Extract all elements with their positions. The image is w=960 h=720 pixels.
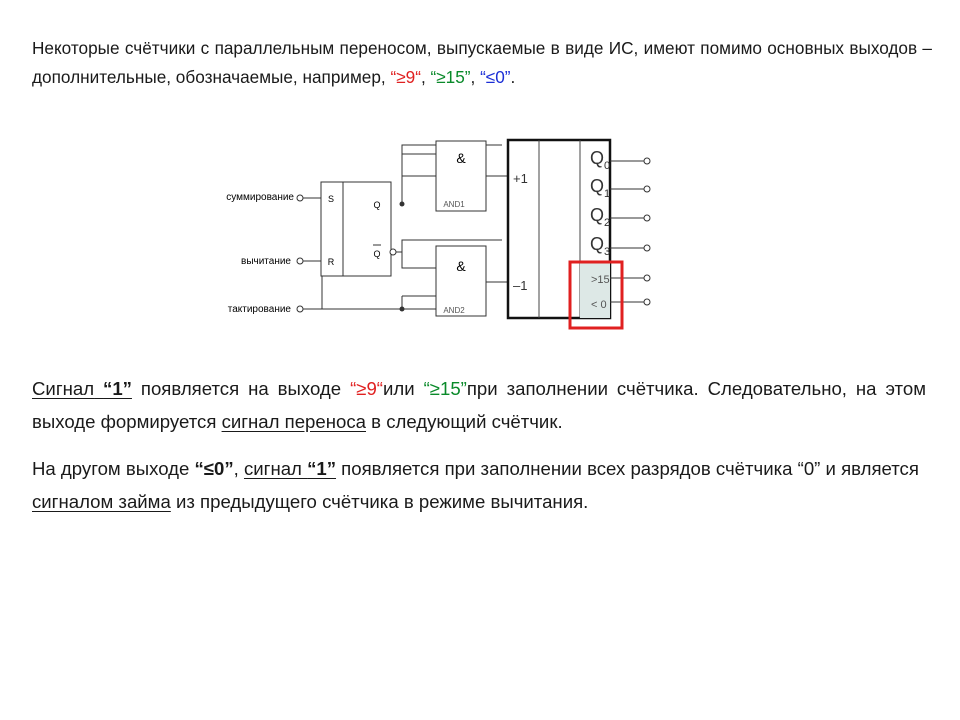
flipflop-s: S: [328, 194, 334, 204]
para2-text: На другом выходе: [32, 458, 195, 479]
flipflop-r: R: [328, 257, 335, 267]
q0-index: 0: [604, 160, 610, 172]
counter-plus-input: +1: [513, 171, 528, 186]
para2-text: из предыдущего счётчика в режиме вычитан…: [170, 491, 589, 512]
separator: ,: [470, 67, 481, 87]
qbar-inversion-bubble: [389, 248, 397, 256]
extra-outputs-area: [580, 262, 610, 318]
para2-text: ,: [233, 458, 244, 479]
paragraph-borrow-signal: На другом выходе “≤0”, сигнал “1” появля…: [32, 452, 926, 518]
and1-gate: [435, 140, 487, 212]
q3-index: 3: [604, 246, 610, 258]
signal-one: “1”: [103, 378, 132, 399]
para1-text: или: [383, 378, 424, 399]
borrow-signal-term: сигналом займа: [32, 491, 171, 512]
junction-dot: [399, 306, 405, 312]
junction-dot: [399, 201, 405, 207]
and2-name: AND2: [443, 306, 465, 315]
terminal-sum: [296, 194, 304, 202]
flipflop-qbar: Q: [373, 249, 380, 259]
terminal-sub: [296, 257, 304, 265]
intro-text: Некоторые счётчики с параллельным перено…: [32, 34, 932, 92]
output-terminal: [643, 244, 651, 252]
rs-flipflop: [320, 181, 392, 277]
output-leads: [610, 160, 644, 303]
output-lt0: < 0: [591, 299, 607, 311]
intro-part: Некоторые счётчики с параллельным перено…: [32, 38, 932, 87]
input-label-sub: вычитание: [241, 256, 291, 267]
ge9-symbol: ≥9: [396, 67, 416, 87]
ge9-label: “≥9“: [350, 378, 383, 399]
le0-label: “≤0”: [194, 458, 234, 479]
para2-text: появляется при заполнении всех разрядов …: [336, 458, 919, 479]
output-terminal: [643, 298, 651, 306]
output-terminal: [643, 185, 651, 193]
flipflop-q: Q: [373, 200, 380, 210]
and1-symbol: &: [456, 150, 466, 166]
le0-label: “≤0”: [480, 67, 511, 87]
and2-symbol: &: [456, 258, 466, 274]
output-terminal: [643, 274, 651, 282]
quote-open: “: [390, 67, 397, 87]
carry-signal-term: сигнал переноса: [221, 411, 366, 432]
ge9-label: “≥9“: [390, 67, 420, 87]
and1-name: AND1: [443, 200, 465, 209]
input-label-sum: суммирование: [226, 192, 294, 203]
highlight-box: [568, 260, 624, 330]
output-terminal: [643, 214, 651, 222]
q1-index: 1: [604, 188, 610, 200]
quote-close: “: [415, 67, 421, 87]
counter-circuit-diagram: суммирование вычитание тактирование S R …: [226, 138, 651, 330]
paragraph-carry-signal: Сигнал “1” появляется на выходе “≥9“или …: [32, 372, 926, 438]
terminal-clk: [296, 305, 304, 313]
word-signal: Сигнал: [32, 378, 95, 399]
separator: ,: [420, 67, 431, 87]
ge15-label: “≥15”: [423, 378, 467, 399]
input-label-clk: тактирование: [228, 304, 292, 315]
output-gt15: >15: [591, 274, 610, 286]
period: .: [510, 67, 516, 87]
output-terminal: [643, 157, 651, 165]
counter-minus-input: –1: [513, 278, 527, 293]
para1-text: в следующий счётчик.: [366, 411, 563, 432]
word-signal: сигнал: [243, 458, 308, 479]
and2-gate: [435, 245, 487, 317]
ge15-label: “≥15”: [430, 67, 471, 87]
q2-index: 2: [604, 217, 610, 229]
para1-text: появляется на выходе: [131, 378, 351, 399]
signal-one: “1”: [307, 458, 337, 479]
para1-text: при заполнении счётчика. Следовательно, …: [32, 378, 926, 432]
